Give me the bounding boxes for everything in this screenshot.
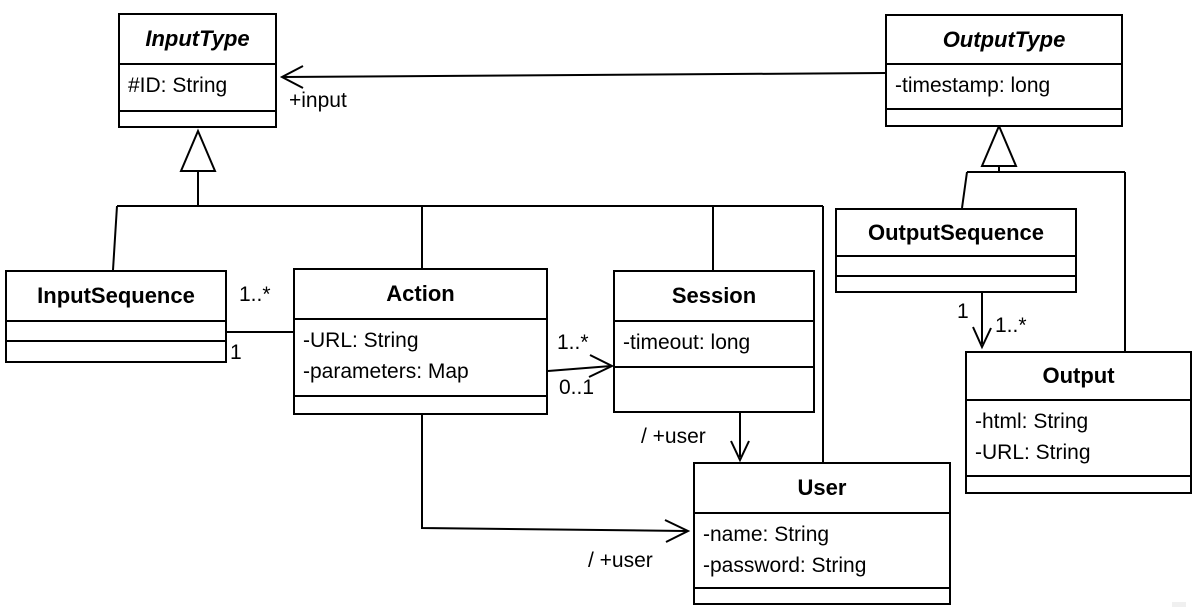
association-outputtype-inputtype xyxy=(281,72,886,78)
class-operations xyxy=(887,108,1121,125)
class-attribute: -password: String xyxy=(703,554,867,577)
class-inputtype: InputType #ID: String xyxy=(118,13,277,128)
class-title: Action xyxy=(386,281,455,306)
class-user: User -name: String -password: String xyxy=(693,462,951,605)
generalization-tree-outputtype xyxy=(961,166,1126,351)
class-attribute: -timeout: long xyxy=(623,331,751,354)
class-attribute: -timestamp: long xyxy=(895,74,1051,97)
multiplicity-label-session-end: 0..1 xyxy=(559,376,595,399)
association-action-session xyxy=(547,365,612,372)
class-operations xyxy=(967,475,1190,492)
class-title: OutputSequence xyxy=(867,219,1044,245)
role-label-input: +input xyxy=(289,89,347,112)
class-attributes: -timeout: long xyxy=(615,320,813,366)
multiplicity-label-action-source: 1..* xyxy=(557,331,589,354)
class-attribute: -URL: String xyxy=(303,329,419,352)
class-title: Output xyxy=(1042,363,1115,388)
arrowhead-user-top xyxy=(730,440,750,463)
class-session: Session -timeout: long xyxy=(613,270,815,413)
arrowhead-input xyxy=(279,65,304,89)
class-operations xyxy=(837,275,1075,291)
class-operations xyxy=(695,587,949,603)
class-attributes: -html: String -URL: String xyxy=(967,399,1190,475)
multiplicity-label-outputsequence-end: 1 xyxy=(957,300,969,323)
class-operations xyxy=(295,395,546,413)
class-attributes xyxy=(837,255,1075,275)
class-title: InputType xyxy=(145,26,250,51)
arrowhead-output xyxy=(972,326,992,350)
multiplicity-label-inputsequence-end: 1 xyxy=(230,341,242,364)
multiplicity-label-action-end: 1..* xyxy=(239,283,271,306)
class-attributes xyxy=(7,320,225,340)
generalization-triangle-outputtype xyxy=(980,123,1018,167)
class-outputsequence: OutputSequence xyxy=(835,208,1077,293)
arrowhead-user-left xyxy=(664,519,691,543)
multiplicity-label-output-end: 1..* xyxy=(995,314,1027,337)
class-title: Session xyxy=(671,283,757,308)
class-attributes: -timestamp: long xyxy=(887,63,1121,108)
class-attribute: -parameters: Map xyxy=(303,360,469,383)
class-attribute: -html: String xyxy=(975,410,1089,433)
class-attribute: #ID: String xyxy=(128,74,228,97)
generalization-tree-inputtype xyxy=(112,171,824,462)
association-action-user xyxy=(421,415,687,532)
class-title: InputSequence xyxy=(37,283,195,308)
class-attribute: -name: String xyxy=(703,523,830,546)
class-attributes: -name: String -password: String xyxy=(695,512,949,587)
class-inputsequence: InputSequence xyxy=(5,270,227,363)
role-label-action-user: / +user xyxy=(588,549,653,572)
class-attributes: #ID: String xyxy=(120,63,275,110)
class-attributes: -URL: String -parameters: Map xyxy=(295,318,546,395)
class-attribute: -URL: String xyxy=(975,441,1091,464)
role-label-session-user: / +user xyxy=(641,425,706,448)
class-output: Output -html: String -URL: String xyxy=(965,351,1192,494)
class-operations xyxy=(120,110,275,126)
class-action: Action -URL: String -parameters: Map xyxy=(293,268,548,415)
class-title: User xyxy=(797,475,847,500)
class-title: OutputType xyxy=(942,26,1066,52)
watermark-smudge xyxy=(1172,602,1186,607)
class-outputtype: OutputType -timestamp: long xyxy=(885,14,1123,127)
generalization-triangle-inputtype xyxy=(179,128,217,172)
class-operations xyxy=(615,366,813,411)
arrowhead-session xyxy=(588,354,615,378)
class-operations xyxy=(7,340,225,361)
